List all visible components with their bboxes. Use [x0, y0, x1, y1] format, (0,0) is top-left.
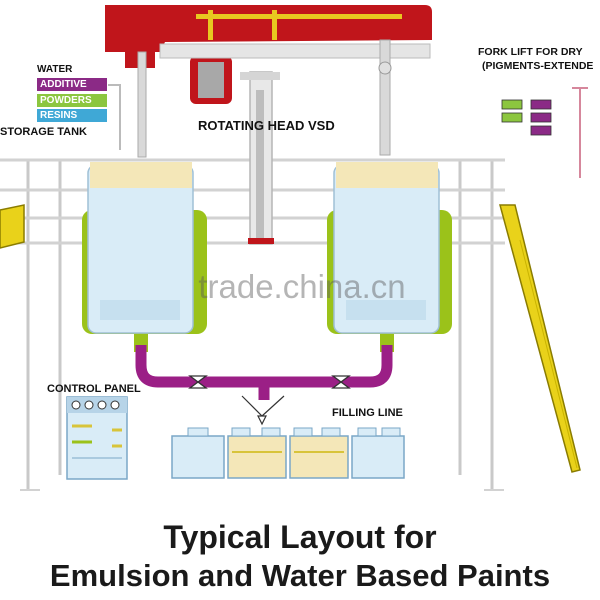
resins-tag: RESINS — [37, 109, 107, 122]
forklift-label-line2: (PIGMENTS-EXTENDE — [482, 60, 594, 72]
additive-tag: ADDITIVE — [37, 78, 107, 91]
outlet-piping — [135, 345, 393, 400]
pigment-bags — [501, 87, 588, 178]
left-mixer-shaft — [137, 51, 147, 158]
filling-line-containers — [171, 427, 405, 479]
rotating-head — [105, 5, 432, 104]
left-ramp — [0, 204, 25, 249]
control-panel-label: CONTROL PANEL — [47, 383, 141, 395]
powders-tag: POWDERS — [37, 94, 107, 107]
right-mixing-tank — [327, 162, 452, 352]
filling-nozzle — [241, 395, 285, 426]
central-shaft — [240, 71, 280, 245]
water-label: WATER — [37, 64, 73, 75]
left-mixing-tank — [82, 162, 207, 352]
storage-tank-label: STORAGE TANK — [0, 126, 87, 138]
rotating-head-label: ROTATING HEAD VSD — [198, 118, 335, 133]
storage-tank-feed — [108, 84, 121, 150]
fork-lift-rail — [499, 204, 581, 473]
support-frame — [26, 160, 494, 490]
caption-line2: Emulsion and Water Based Paints — [49, 558, 551, 593]
right-mixer-shaft — [378, 39, 392, 156]
pipe-valves — [188, 375, 351, 389]
caption-line1: Typical Layout for — [163, 519, 437, 555]
watermark: trade.china.cn — [198, 268, 406, 305]
forklift-label-line1: FORK LIFT FOR DRY — [478, 46, 583, 58]
control-panel — [66, 396, 128, 480]
filling-line-label: FILLING LINE — [332, 407, 403, 419]
